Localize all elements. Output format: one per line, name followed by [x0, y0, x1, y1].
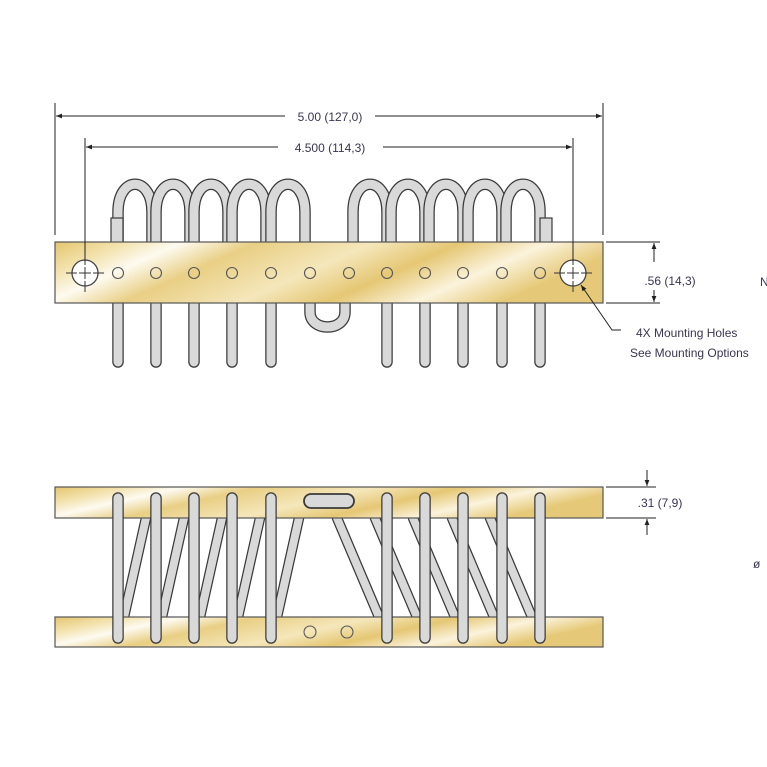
hole-spacing-label: 4.500 (114,3) — [295, 141, 366, 155]
side-view-bottom-bar — [54, 616, 604, 648]
coil-diagonal — [333, 514, 383, 621]
coil-arch — [266, 179, 310, 247]
coil-center-loop — [305, 295, 350, 332]
coil-cut-end — [539, 217, 553, 245]
small-hole — [495, 266, 509, 280]
coil-diagonal — [273, 514, 303, 621]
small-hole — [149, 266, 163, 280]
bar-thickness-label: .31 (7,9) — [638, 496, 683, 510]
clipped-label-diameter: ø — [753, 557, 761, 571]
mounting-holes-note: 4X Mounting Holes — [636, 326, 737, 340]
coil-cut-end — [110, 217, 124, 245]
small-hole — [303, 266, 317, 280]
small-hole — [225, 266, 239, 280]
top-view-bar — [54, 241, 604, 304]
mounting-options-note: See Mounting Options — [630, 346, 749, 360]
coil-diagonal — [196, 514, 226, 621]
bottom-hole — [303, 625, 317, 639]
clipped-label-n: N — [760, 275, 767, 289]
small-hole — [533, 266, 547, 280]
bottom-hole — [340, 625, 354, 639]
center-slot — [303, 493, 355, 509]
small-hole — [187, 266, 201, 280]
small-hole — [380, 266, 394, 280]
coil-diagonal — [120, 514, 150, 621]
overall-length-label: 5.00 (127,0) — [298, 110, 363, 124]
small-hole — [264, 266, 278, 280]
coil-diagonal — [234, 514, 264, 621]
coil-arch — [501, 179, 545, 247]
coil-diagonal — [158, 514, 188, 621]
small-hole — [418, 266, 432, 280]
leader-line — [580, 284, 621, 331]
small-hole — [342, 266, 356, 280]
small-hole — [111, 266, 125, 280]
bar-width-label: .56 (14,3) — [644, 274, 695, 288]
small-hole — [456, 266, 470, 280]
